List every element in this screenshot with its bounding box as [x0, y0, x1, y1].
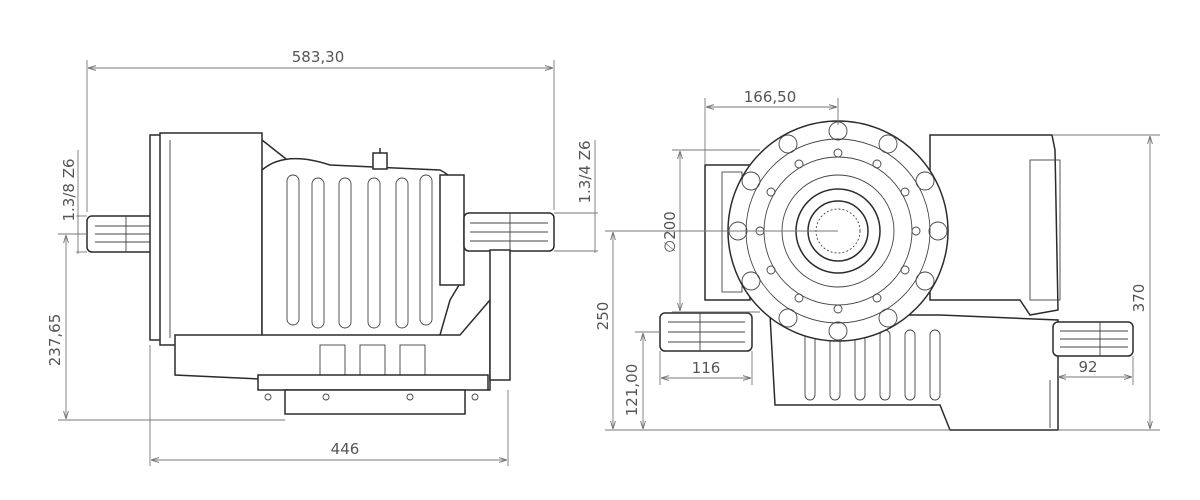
finned-casing: [261, 148, 463, 346]
dim-shaft-height: 237,65: [46, 314, 64, 367]
rear-housing: [929, 134, 1059, 316]
left-input-shaft: [86, 215, 158, 253]
dim-shaft-height-250: 250: [594, 302, 612, 331]
side-view-gearbox: [86, 132, 555, 415]
left-dimensions: 583,30 446 237,65 1.3/8 Z6 1.3/4 Z6: [46, 48, 598, 466]
lower-left-shaft: [659, 312, 753, 352]
dim-left-shaft-length: 116: [692, 359, 721, 377]
lower-housing: [174, 249, 511, 391]
lower-finned-casing: [769, 314, 1059, 431]
dim-overall-height: 370: [1130, 284, 1148, 313]
front-view-gearbox: [659, 120, 1134, 431]
dim-base-to-shaft: 121,00: [623, 364, 641, 417]
right-dimensions: 166,50 ∅200 250 121,00 116 92 370: [594, 88, 1160, 431]
base-flange: [257, 374, 489, 415]
dim-flange-diameter: ∅200: [661, 211, 679, 253]
main-housing: [159, 132, 301, 346]
right-output-shaft: [463, 212, 555, 252]
dim-right-shaft-length: 92: [1078, 358, 1097, 376]
dim-base-width: 446: [331, 440, 360, 458]
label-right-shaft-spec: 1.3/4 Z6: [576, 140, 594, 203]
output-block: [439, 174, 465, 286]
dim-flange-offset: 166,50: [744, 88, 797, 106]
lower-right-shaft: [1052, 321, 1134, 357]
dim-overall-width: 583,30: [292, 48, 345, 66]
label-left-shaft-spec: 1.3/8 Z6: [60, 158, 78, 221]
